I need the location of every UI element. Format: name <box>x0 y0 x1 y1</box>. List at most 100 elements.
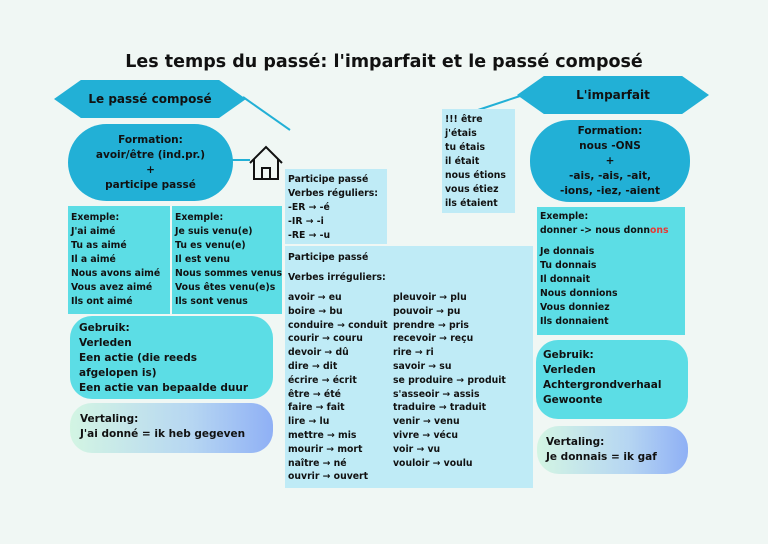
irregular-verb: vivre → vécu <box>393 429 458 441</box>
conjugation-line: Tu as aimé <box>71 240 127 251</box>
gebruik-label: Gebruik: <box>79 322 130 334</box>
conjugation-line: Nous avons aimé <box>71 268 161 279</box>
example-etre-box: Exemple: Je suis venu(e) Tu es venu(e) I… <box>172 206 282 314</box>
etre-line: il était <box>445 156 480 167</box>
conjugation-line: Ils sont venus <box>175 296 248 307</box>
conjugation-line: Je suis venu(e) <box>175 226 253 237</box>
regular-line: Verbes réguliers: <box>288 188 378 199</box>
conjugation-line: J'ai aimé <box>71 226 116 237</box>
irregular-verb: mettre → mis <box>288 429 357 441</box>
etre-imparfait-box: !!! être j'étais tu étais il était nous … <box>442 109 515 213</box>
conjugation-line: Vous donniez <box>540 302 610 313</box>
irregular-verb: pleuvoir → plu <box>393 292 467 303</box>
vertaling-line: J'ai donné = ik heb gegeven <box>80 428 246 440</box>
irregular-verb: dire → dit <box>288 360 338 372</box>
etre-line: tu étais <box>445 142 486 153</box>
regular-line: -RE → -u <box>288 230 331 241</box>
passe-compose-gebruik: Gebruik: Verleden Een actie (die reeds a… <box>70 316 273 399</box>
irregular-verb: s'asseoir → assis <box>393 388 480 400</box>
irregular-verb: savoir → su <box>393 360 452 372</box>
ending-highlight: ons <box>649 225 669 236</box>
conjugation-line: Ils ont aimé <box>71 296 133 307</box>
irregular-verb: courir → couru <box>288 333 363 345</box>
regular-line: -IR → -i <box>288 216 324 227</box>
vertaling-label: Vertaling: <box>546 436 605 448</box>
imparfait-header: L'imparfait <box>517 76 709 114</box>
etre-line: nous étions <box>445 170 506 181</box>
house-icon <box>249 145 283 180</box>
conjugation-line: Ils donnaient <box>540 316 609 327</box>
gebruik-line: Achtergrondverhaal <box>543 379 662 391</box>
example-label: Exemple: <box>175 212 224 223</box>
conjugation-line: Tu es venu(e) <box>175 240 246 251</box>
gebruik-label: Gebruik: <box>543 349 594 361</box>
imparfait-formation: Formation: nous -ONS + -ais, -ais, -ait,… <box>530 120 690 202</box>
irregular-verb: faire → fait <box>288 402 345 414</box>
irregular-verb: naître → né <box>288 457 347 469</box>
example-derivation-text: donner -> nous donn <box>540 225 650 236</box>
passe-compose-header: Le passé composé <box>54 80 246 118</box>
irregular-verb: ouvrir → ouvert <box>288 471 369 483</box>
passe-compose-formation: Formation: avoir/être (ind.pr.) + partic… <box>68 124 233 201</box>
vertaling-label: Vertaling: <box>80 413 139 425</box>
formation-line: -ions, -iez, -aient <box>559 184 661 197</box>
conjugation-line: Il est venu <box>175 254 231 265</box>
conjugation-line: Il a aimé <box>71 254 116 265</box>
conjugation-line: Tu donnais <box>540 260 597 271</box>
formation-line: avoir/être (ind.pr.) <box>95 148 206 161</box>
connector-line-right <box>477 95 521 111</box>
gebruik-line: Gewoonte <box>543 394 603 406</box>
irregular-verb: voir → vu <box>393 443 441 455</box>
gebruik-line: Verleden <box>543 364 596 376</box>
etre-line: ils étaient <box>445 198 498 209</box>
conjugation-line: Nous donnions <box>540 288 618 299</box>
irregular-verb: traduire → traduit <box>393 402 487 414</box>
example-label: Exemple: <box>71 212 120 223</box>
etre-line: vous étiez <box>445 184 499 195</box>
conjugation-line: Vous avez aimé <box>71 282 153 293</box>
irregular-verb: être → été <box>288 388 341 400</box>
conjugation-line: Nous sommes venus <box>175 268 283 279</box>
regular-line: Participe passé <box>288 174 369 185</box>
irregular-verb: lire → lu <box>288 416 330 428</box>
irregular-verb: se produire → produit <box>393 374 506 386</box>
irregular-verb: prendre → pris <box>393 319 469 331</box>
regular-line: -ER → -é <box>288 202 330 213</box>
conjugation-line: Je donnais <box>540 246 595 257</box>
irregular-verb: mourir → mort <box>288 443 363 455</box>
irregular-verbs-box: Participe passé Verbes irréguliers: avoi… <box>285 246 533 488</box>
imparfait-gebruik: Gebruik: Verleden Achtergrondverhaal Gew… <box>536 340 688 419</box>
formation-label: Formation: <box>577 124 643 137</box>
irregular-verb: conduire → conduit <box>288 319 388 331</box>
irregular-verb: vouloir → voulu <box>393 457 473 469</box>
formation-line: + <box>146 163 155 176</box>
example-avoir-box: Exemple: J'ai aimé Tu as aimé Il a aimé … <box>68 206 170 314</box>
imparfait-example-box: Exemple: donner -> nous donnons Je donna… <box>537 207 685 335</box>
irregular-verb: avoir → eu <box>288 292 342 303</box>
irregular-left-column: avoir → eu boire → bu conduire → conduit… <box>288 291 388 484</box>
irregular-subtitle: Verbes irréguliers: <box>288 272 386 283</box>
imparfait-vertaling: Vertaling: Je donnais = ik gaf <box>537 426 688 474</box>
irregular-verb: pouvoir → pu <box>393 305 461 317</box>
irregular-right-column: pleuvoir → plu pouvoir → pu prendre → pr… <box>393 291 506 470</box>
passe-compose-header-label: Le passé composé <box>88 92 212 106</box>
conjugation-line: Vous êtes venu(e)s <box>175 282 276 293</box>
formation-line: nous -ONS <box>579 139 641 152</box>
etre-line: !!! être <box>445 114 483 125</box>
example-derivation: donner -> nous donnons <box>540 224 685 238</box>
etre-line: j'étais <box>445 128 477 139</box>
page-title: Les temps du passé: l'imparfait et le pa… <box>125 52 643 72</box>
irregular-verb: écrire → écrit <box>288 374 357 386</box>
irregular-verb: devoir → dû <box>288 347 349 359</box>
connector-line-left <box>242 96 291 131</box>
irregular-title: Participe passé <box>288 252 369 263</box>
gebruik-line: Een actie van bepaalde duur <box>79 382 249 394</box>
vertaling-line: Je donnais = ik gaf <box>546 451 657 463</box>
example-label: Exemple: <box>540 211 589 222</box>
regular-verbs-box: Participe passé Verbes réguliers: -ER → … <box>285 169 387 244</box>
passe-compose-vertaling: Vertaling: J'ai donné = ik heb gegeven <box>70 403 273 453</box>
gebruik-line: afgelopen is) <box>79 367 157 379</box>
formation-line: participe passé <box>105 178 196 191</box>
irregular-verb: rire → ri <box>393 347 434 359</box>
irregular-verb: boire → bu <box>288 305 343 317</box>
